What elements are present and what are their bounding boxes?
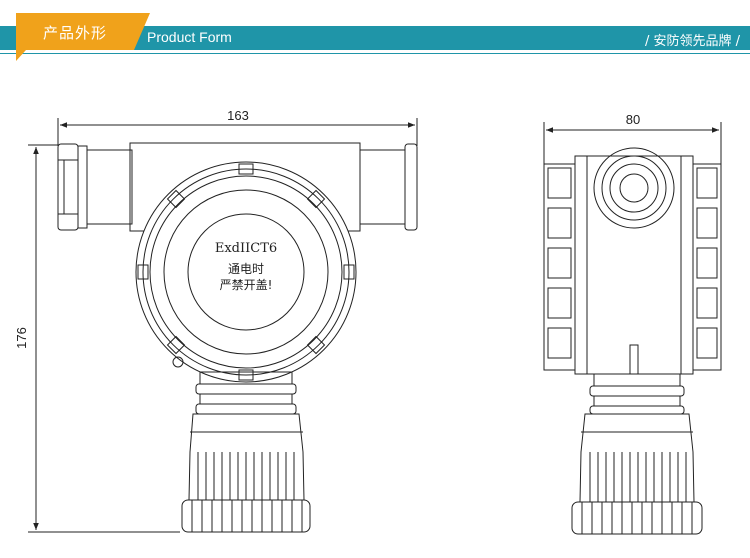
side-width-label: 80 xyxy=(626,112,640,127)
front-height-label: 176 xyxy=(14,327,29,349)
side-view xyxy=(543,122,722,535)
front-width-label: 163 xyxy=(227,108,249,123)
side-bottom-cap xyxy=(571,501,703,535)
front-sensor-ribs xyxy=(197,452,295,500)
section-tag-shape xyxy=(16,13,150,61)
side-centre-key xyxy=(629,344,639,375)
front-height-dimension xyxy=(28,144,180,533)
front-cover xyxy=(135,161,357,383)
side-neck xyxy=(589,373,685,415)
side-gland-end xyxy=(593,147,675,229)
side-left-fins xyxy=(547,167,572,359)
front-view xyxy=(28,118,418,533)
section-subtitle: Product Form xyxy=(147,29,232,45)
section-tag: 产品外形 xyxy=(16,13,150,61)
side-sensor-head xyxy=(579,413,695,503)
warning-line1: 通电时 xyxy=(228,262,264,276)
front-width-dimension xyxy=(57,118,418,146)
ex-marking: ExdIICT6 xyxy=(215,241,277,256)
front-neck xyxy=(195,371,297,415)
front-cover-lugs xyxy=(137,163,355,381)
front-left-gland xyxy=(57,143,88,231)
section-title: 产品外形 xyxy=(42,24,107,42)
front-bottom-cap xyxy=(181,499,311,533)
side-sensor-ribs xyxy=(589,452,687,502)
header-underline xyxy=(0,53,750,54)
front-sensor-head xyxy=(188,413,305,501)
brand-slogan: / 安防领先品牌 / xyxy=(644,34,740,49)
side-width-dimension xyxy=(543,122,722,166)
warning-line2: 严禁开盖! xyxy=(220,278,273,292)
side-right-fins xyxy=(696,167,718,359)
